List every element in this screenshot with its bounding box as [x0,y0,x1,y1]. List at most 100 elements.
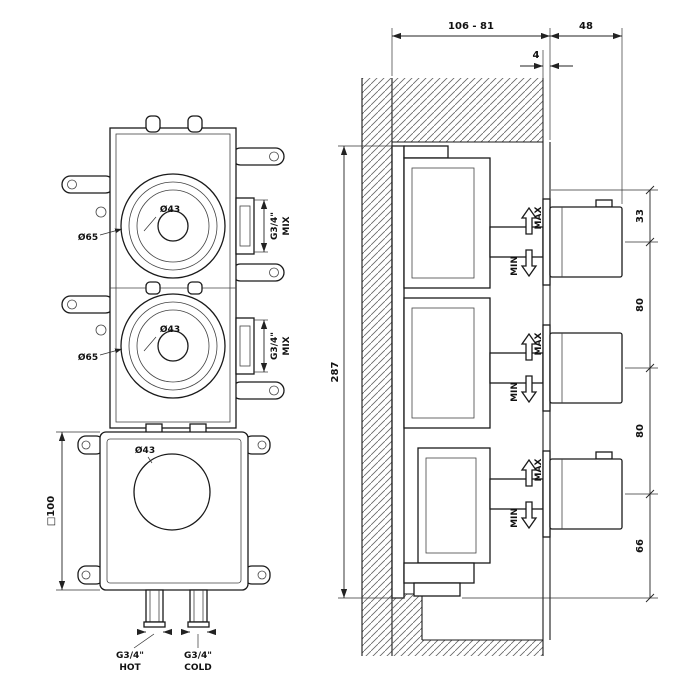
up-arrow-icon [520,206,538,235]
valve-unit-2: Ø43 Ø65 G3/4" MIX [78,293,292,399]
trim-plate-3 [542,450,551,538]
cold-name-label: COLD [184,663,211,673]
cold-inlet-pipe [189,589,208,623]
down-arrow-icon [520,501,538,530]
box-inner-edge [106,438,242,584]
leader-line [143,216,157,232]
down-arrow-icon [520,375,538,404]
body-back-rail [391,145,405,599]
mix1-name-label: MIX [282,216,292,235]
ear-hole [269,151,279,162]
mix2-thread-label: G3/4" [270,332,280,360]
plate-inner-edge [115,133,231,423]
leader-line [99,228,123,236]
handle1-min-label: MIN [510,256,520,276]
hot-thread-label: G3/4" [116,651,144,661]
ear-hole [67,179,77,190]
inlet-pipes: G3/4" HOT G3/4" COLD [116,589,216,673]
stem-2 [489,352,544,384]
handle3-max-label: MAX [534,459,544,482]
side-view: MAX MIN MAX MIN MAX MIN 106 - 81 48 4 [330,21,658,656]
hot-name-label: HOT [119,663,141,673]
valve2-mid-ring [128,301,218,391]
minmax-marks: MAX MIN MAX MIN MAX MIN [510,206,544,530]
knob-3-nub [595,451,613,460]
handle2-min-label: MIN [510,382,520,402]
cartridge-block-2 [403,297,491,429]
handle-knob-3 [549,458,623,530]
cold-thread-label: G3/4" [184,651,212,661]
box-inner-dia-label: Ø43 [135,445,155,456]
lower-wall-hatch [422,640,543,656]
tick-mark [645,185,655,195]
ear-hole [67,299,77,310]
trim-plate-1 [542,198,551,286]
valve1-mid-ring [128,181,218,271]
body-top-step [403,145,449,159]
mix-port-1 [235,197,255,255]
depth-range-label: 106 - 81 [448,21,494,32]
cartridge-block-1-inner [411,167,475,279]
overall-height-label: 287 [330,362,341,383]
cartridge-block-3 [417,447,491,564]
knob-1-nub [595,199,613,208]
valve1-spindle [157,210,189,242]
valve-unit-1: Ø43 Ø65 G3/4" MIX [78,173,292,279]
mix1-thread-label: G3/4" [270,212,280,240]
down-arrow-icon [520,249,538,278]
offset-top-label: 33 [635,209,646,223]
handle3-min-label: MIN [510,508,520,528]
leader-line [143,336,157,352]
ear-hole [269,385,279,396]
leader-line [133,633,155,649]
ear-hole [257,440,267,450]
top-dimensions: 106 - 81 48 4 [391,21,623,204]
mix-port-2-thread [239,325,251,367]
body-foot [413,582,461,597]
retainer-clip [187,281,203,295]
valve2-outer-dia-label: Ø65 [78,352,98,363]
cartridge-block-2-inner [411,307,475,419]
hot-inlet-pipe [145,589,164,623]
valve1-inner-dia-label: Ø43 [160,204,180,215]
offset-bottom-label: 66 [635,539,646,553]
lower-wall-hatch [392,594,422,656]
retainer-clip [145,115,161,133]
mixer-box: Ø43 □100 [46,431,271,591]
leader-line [99,348,123,356]
handle2-max-label: MAX [534,333,544,356]
upper-wall-hatch [392,78,543,142]
handle1-max-label: MAX [534,207,544,230]
box-cartridge-circle [133,453,211,531]
rough-wall-hatch [362,78,392,656]
pipe-flange [187,621,210,628]
ear-hole [257,570,267,580]
front-view: Ø43 Ø65 G3/4" MIX Ø43 Ø65 [46,115,292,673]
valve2-inner-dia-label: Ø43 [160,324,180,335]
stem-1 [489,226,544,258]
tick-mark [645,593,655,603]
up-arrow-icon [520,332,538,361]
cartridge-block-3-inner [425,457,477,554]
ear-hole [269,267,279,278]
handle-knob-1 [549,206,623,278]
mounting-ear [61,175,115,194]
mix-port-2 [235,317,255,375]
knob-projection-label: 48 [579,21,593,32]
height-dimension: 287 [330,145,404,599]
mounting-ear [231,147,285,166]
plate-thickness-label: 4 [533,50,540,61]
mounting-ears-upper [61,147,285,400]
tick-mark [645,237,655,247]
valve1-outer-dia-label: Ø65 [78,232,98,243]
ear-hole [81,440,91,450]
mounting-ear [61,295,115,314]
spacing-upper-label: 80 [635,298,646,312]
handle-knob-2 [549,332,623,404]
ear-hole [81,570,91,580]
mounting-ear [231,263,285,282]
valve-body-section [391,145,623,599]
valve1-inner-ring [136,189,210,263]
